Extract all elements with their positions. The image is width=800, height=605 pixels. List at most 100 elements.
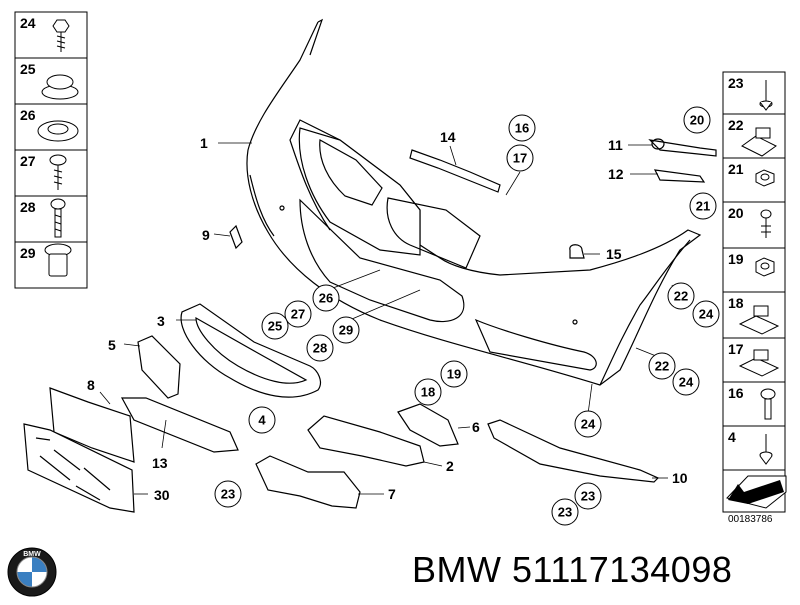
legend-cell-21: 21 [724,159,784,199]
clip-nut-icon-21 [755,169,775,187]
bolt-icon-28 [50,198,66,238]
push-pin-icon-20 [760,209,772,238]
rivet-icon-4 [759,434,773,465]
grommet-icon-25 [41,74,79,100]
legend-num: 17 [728,341,744,357]
label-29: 29 [339,323,353,338]
circle-27 [284,300,312,328]
legend-num: 19 [728,251,744,267]
right-legend [722,71,786,513]
pin-icon-23 [759,80,773,111]
callout-12: 12 [608,166,624,182]
legend-num: 4 [728,429,736,445]
legend-cell-23: 23 [724,73,784,113]
right-legend-icons [738,80,780,465]
legend-cell-16: 16 [724,383,784,423]
label-24a: 24 [699,307,714,322]
legend-cell-24: 24 [16,13,86,57]
legend-num: 28 [20,199,36,215]
legend-cell-26: 26 [16,105,86,149]
legend-num: 16 [728,385,744,401]
spacer-icon-29 [44,243,72,277]
circle-21 [689,192,717,220]
part-reference: BMW 51117134098 [412,549,733,590]
circle-17 [506,144,534,172]
label-28: 28 [313,341,327,356]
circle-28 [306,334,334,362]
circle-18 [414,378,442,406]
circle-24b [672,368,700,396]
legend-cell-19: 19 [724,249,784,289]
callout-6: 6 [472,419,480,435]
callout-9: 9 [202,227,210,243]
legend-cell-29: 29 [16,243,86,287]
nut-icon-22 [741,127,777,157]
callout-2: 2 [446,458,454,474]
circle-22a [667,282,695,310]
plain-callouts: 1 3 5 8 9 13 30 14 11 12 15 6 2 7 10 [87,129,688,503]
legend-num: 24 [20,15,36,31]
circle-29 [332,316,360,344]
legend-num: 20 [728,205,744,221]
callout-11: 11 [608,137,623,153]
legend-cell-22: 22 [724,115,784,155]
circle-26 [312,284,340,312]
label-19: 19 [447,367,461,382]
label-18: 18 [421,385,435,400]
label-25: 25 [268,319,282,334]
diagram-code: 00183786 [728,514,773,525]
circle-25 [261,312,289,340]
cage-nut-icon-17 [738,349,780,377]
label-4: 4 [258,413,266,428]
circle-22b [648,352,676,380]
label-22b: 22 [655,359,669,374]
circle-19 [440,360,468,388]
circle-23a [214,480,242,508]
label-26: 26 [319,291,333,306]
legend-num: 23 [728,75,744,91]
callout-10: 10 [672,470,688,486]
circle-20 [683,106,711,134]
clip-icon-24 [52,19,70,52]
callout-13: 13 [152,455,168,471]
legend-num: 25 [20,61,36,77]
callout-1: 1 [200,135,208,151]
left-legend [14,11,88,289]
legend-cell-4: 4 [724,427,784,467]
label-21: 21 [696,199,710,214]
screw-icon-16 [760,388,776,420]
circle-23c [551,498,579,526]
leader-lines [99,142,681,495]
screw-icon-27 [49,154,67,190]
legend-num: 22 [728,117,744,133]
circle-24a [692,300,720,328]
callout-14: 14 [440,129,456,145]
callout-7: 7 [388,486,396,502]
circle-4 [248,406,276,434]
svg-text:BMW: BMW [23,551,41,558]
legend-num: 27 [20,153,36,169]
legend-cell-17: 17 [724,339,784,379]
legend-num: 26 [20,107,36,123]
circled-callouts [214,106,720,526]
expanding-nut-icon-19 [755,257,775,277]
circled-labels: 16 17 20 21 22 24 26 27 25 29 28 18 19 4… [221,113,714,520]
callout-15: 15 [606,246,622,262]
label-24c: 24 [581,417,596,432]
label-17: 17 [513,151,527,166]
label-20: 20 [690,113,704,128]
legend-cell-20: 20 [724,203,784,243]
legend-cell-27: 27 [16,151,86,195]
label-23b: 23 [581,489,595,504]
washer-icon-26 [37,120,79,142]
legend-num: 21 [728,161,744,177]
callout-3: 3 [157,313,165,329]
label-22a: 22 [674,289,688,304]
label-23c: 23 [558,505,572,520]
legend-num: 18 [728,295,744,311]
legend-cell-25: 25 [16,59,86,103]
label-24b: 24 [679,375,694,390]
legend-num: 29 [20,245,36,261]
